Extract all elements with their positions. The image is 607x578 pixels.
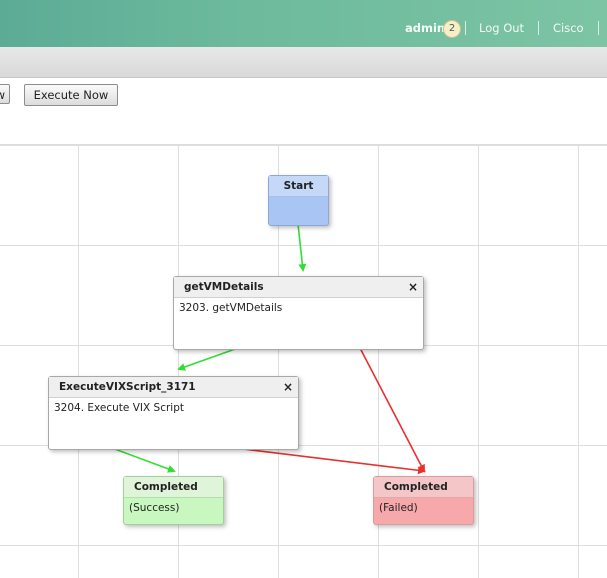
node-title: getVMDetails — [184, 281, 264, 293]
node-title: ExecuteVIXScript_3171 — [59, 381, 196, 393]
node-task: 3203. getVMDetails — [179, 302, 283, 314]
user-name[interactable]: admin — [405, 21, 446, 35]
node-completed-failed[interactable]: Completed (Failed) — [373, 476, 474, 525]
close-icon[interactable]: × — [407, 280, 418, 294]
edge-getvm-to-exec — [177, 347, 239, 371]
logout-link[interactable]: Log Out — [479, 21, 525, 35]
node-start[interactable]: Start — [268, 175, 329, 226]
node-title: Start — [269, 176, 328, 197]
edge-getvm-to-failed — [359, 347, 425, 473]
execute-now-button[interactable]: Execute Now — [24, 84, 118, 106]
node-title: Completed — [124, 477, 223, 498]
header-divider — [538, 21, 539, 35]
notification-badge[interactable]: 2 — [443, 20, 461, 38]
node-status: (Failed) — [379, 502, 418, 514]
tab-strip — [0, 47, 607, 78]
node-status: (Success) — [129, 502, 180, 514]
header-divider — [598, 21, 599, 35]
toolbar-button-partial[interactable]: w — [0, 84, 10, 104]
node-task: 3204. Execute VIX Script — [54, 402, 184, 414]
org-link[interactable]: Cisco — [553, 21, 584, 35]
edge-start-to-getvm — [297, 223, 307, 272]
edge-exec-to-failed — [234, 447, 426, 475]
node-executevixscript[interactable]: ExecuteVIXScript_3171 × 3204. Execute VI… — [48, 376, 299, 450]
app-header — [0, 0, 607, 47]
node-getvmdetails[interactable]: getVMDetails × 3203. getVMDetails — [173, 276, 424, 350]
edge-exec-to-success — [111, 447, 176, 473]
node-title: Completed — [374, 477, 473, 498]
node-completed-success[interactable]: Completed (Success) — [123, 476, 224, 525]
close-icon[interactable]: × — [282, 380, 293, 394]
header-divider — [465, 21, 466, 35]
